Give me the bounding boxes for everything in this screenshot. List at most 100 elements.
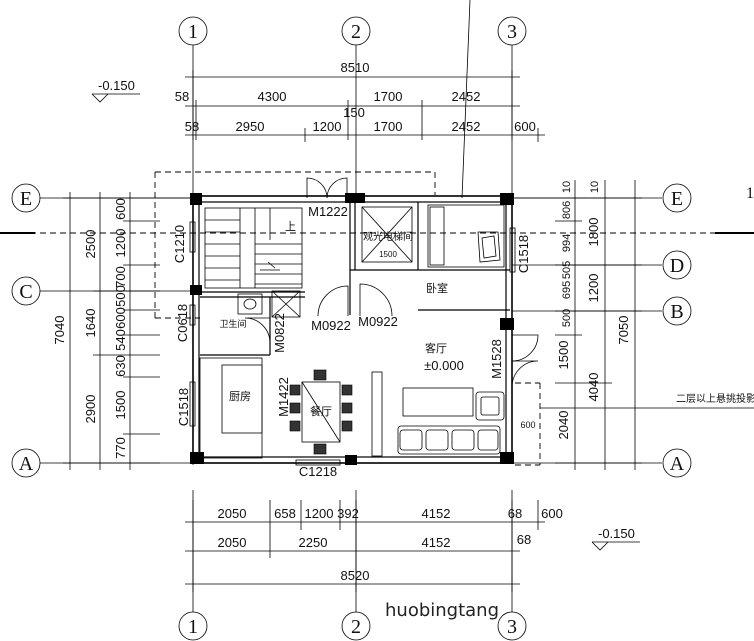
svg-text:-0.150: -0.150: [98, 78, 135, 93]
svg-text:4040: 4040: [586, 373, 601, 402]
cantilever-note: 二层以上悬挑投影线: [676, 392, 754, 405]
dim-bottom-overall: 8520: [341, 568, 370, 583]
svg-text:1700: 1700: [374, 119, 403, 134]
svg-text:58: 58: [185, 119, 199, 134]
dim-600-small: 600: [520, 420, 535, 430]
living-furniture: [371, 371, 505, 457]
svg-text:630: 630: [113, 355, 128, 377]
svg-text:505: 505: [561, 261, 573, 279]
dim-left-overall: 7040: [52, 316, 67, 345]
elevator: 观光电梯间 1500: [361, 206, 413, 263]
svg-text:500: 500: [561, 309, 573, 327]
svg-text:2900: 2900: [83, 395, 98, 424]
svg-text:600: 600: [113, 307, 128, 329]
dining-label: 餐厅: [310, 404, 332, 418]
svg-text:600: 600: [514, 119, 536, 134]
staircase: 上: [204, 207, 303, 289]
axis-1-top: 1: [188, 21, 198, 43]
svg-text:600: 600: [541, 506, 563, 521]
axis-1-bottom: 1: [188, 616, 198, 638]
svg-text:1200: 1200: [113, 229, 128, 258]
svg-text:M0922: M0922: [311, 318, 351, 333]
edge-mark: 1: [746, 185, 754, 202]
svg-text:700: 700: [113, 266, 128, 288]
svg-text:2500: 2500: [83, 230, 98, 259]
dim-right-overall: 7050: [616, 316, 631, 345]
left-dimensions: 7040 2500 1640 2900 600 1200 700 500 600…: [52, 192, 190, 470]
dim-top-overall: 8510: [341, 60, 370, 75]
svg-text:540: 540: [113, 329, 128, 351]
svg-text:10: 10: [589, 181, 601, 193]
svg-text:-0.150: -0.150: [598, 526, 635, 541]
svg-text:58: 58: [175, 89, 189, 104]
svg-text:M1222: M1222: [308, 204, 348, 219]
dashed-lines: [0, 171, 754, 466]
svg-text:1700: 1700: [374, 89, 403, 104]
svg-text:658: 658: [274, 506, 296, 521]
bottom-dimensions: 2050 658 1200 392 4152 68 600 2050 2250 …: [185, 500, 563, 592]
living-label: 客厅: [425, 341, 447, 355]
svg-text:806: 806: [561, 201, 573, 219]
svg-text:770: 770: [113, 437, 128, 459]
svg-text:1800: 1800: [586, 218, 601, 247]
svg-text:2050: 2050: [218, 535, 247, 550]
svg-text:500: 500: [113, 285, 128, 307]
svg-text:C1518: C1518: [176, 388, 191, 426]
elevator-label: 观光电梯间: [363, 230, 413, 243]
axis-3-top: 3: [507, 21, 517, 43]
svg-text:4300: 4300: [258, 89, 287, 104]
axis-A-right: A: [670, 453, 685, 475]
svg-text:1500: 1500: [113, 391, 128, 420]
axis-D-right: D: [670, 255, 684, 277]
svg-text:C1218: C1218: [299, 464, 337, 479]
kitchen-label: 厨房: [229, 390, 251, 403]
svg-text:600: 600: [113, 198, 128, 220]
axis-2-bottom: 2: [351, 616, 361, 638]
svg-text:C1518: C1518: [516, 235, 531, 273]
right-dimensions: 7050 1800 1200 4040 10 806 994 505 695 5…: [515, 180, 754, 470]
bathroom-label: 卫生间: [219, 318, 246, 330]
axis-C-left: C: [19, 281, 32, 303]
axis-E-left: E: [20, 188, 32, 210]
doors: [244, 177, 539, 388]
axis-2-top: 2: [351, 21, 361, 43]
stair-up-label: 上: [285, 220, 296, 233]
svg-text:4152: 4152: [422, 535, 451, 550]
svg-text:68: 68: [508, 506, 522, 521]
svg-text:M0922: M0922: [358, 314, 398, 329]
svg-text:M1528: M1528: [489, 339, 504, 379]
kitchen-counter: [199, 357, 263, 459]
svg-text:10: 10: [561, 181, 573, 193]
svg-text:695: 695: [561, 281, 573, 299]
svg-text:M1422: M1422: [276, 377, 291, 417]
axis-B-right: B: [670, 301, 683, 323]
elevation-top-left: -0.150: [91, 78, 140, 103]
living-elevation: ±0.000: [424, 358, 464, 373]
axis-3-bottom: 3: [507, 616, 517, 638]
svg-text:2040: 2040: [556, 411, 571, 440]
svg-text:68: 68: [517, 532, 531, 547]
opening-labels: M1222 C1210 C1518 C0618 M0922 M0922 M082…: [172, 204, 531, 479]
svg-text:150: 150: [343, 105, 365, 120]
bed: [427, 204, 505, 268]
windows: [189, 221, 516, 466]
svg-text:2452: 2452: [452, 119, 481, 134]
svg-text:1200: 1200: [586, 274, 601, 303]
svg-text:1200: 1200: [313, 119, 342, 134]
elevation-bottom-right: -0.150: [591, 526, 640, 551]
svg-text:1200: 1200: [305, 506, 334, 521]
svg-text:4152: 4152: [422, 506, 451, 521]
top-dimensions: 8510 58 4300 1700 2452 150 58 2950 1200 …: [175, 60, 545, 142]
building-walls: [190, 193, 514, 465]
svg-text:2452: 2452: [452, 89, 481, 104]
svg-text:2250: 2250: [299, 535, 328, 550]
svg-text:C0618: C0618: [175, 304, 190, 342]
svg-text:M0822: M0822: [272, 313, 287, 353]
axis-E-right: E: [671, 188, 683, 210]
svg-text:2050: 2050: [218, 506, 247, 521]
svg-text:2950: 2950: [236, 119, 265, 134]
svg-text:1640: 1640: [83, 309, 98, 338]
svg-text:994: 994: [561, 234, 573, 252]
grid-bubbles: 1 2 3 1 2 3 E C A E D B A: [11, 16, 692, 641]
